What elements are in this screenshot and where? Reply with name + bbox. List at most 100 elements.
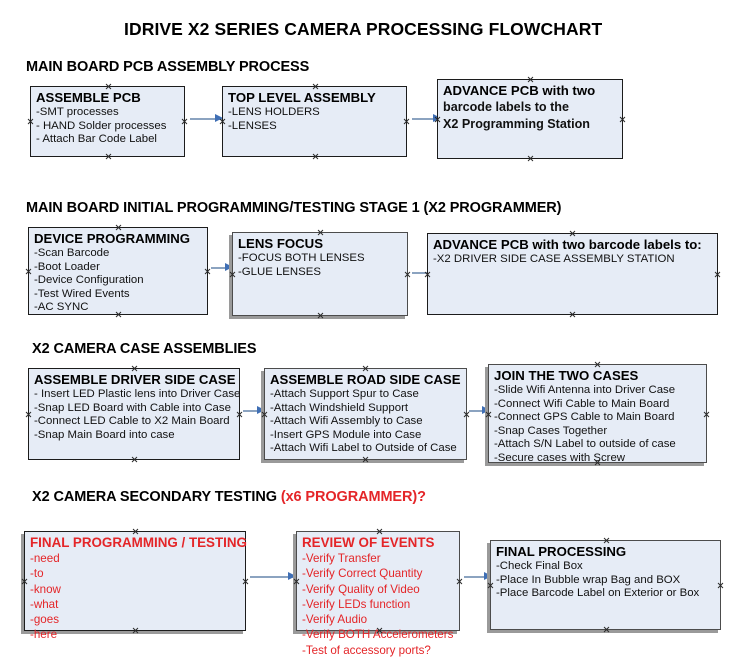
node-header: FINAL PROGRAMMING / TESTING (30, 535, 247, 550)
node-header: JOIN THE TWO CASES (494, 368, 639, 383)
node-header: ADVANCE PCB with two (443, 83, 596, 98)
connector-handle-right (242, 578, 249, 585)
node-item: -Attach Wifi Assembly to Case (270, 415, 423, 428)
connector-handle-bottom (569, 311, 576, 318)
connector-handle-bottom (317, 312, 324, 319)
connector-handle-right (404, 271, 411, 278)
node-item: -Scan Barcode (34, 247, 110, 259)
node-device-programming[interactable]: DEVICE PROGRAMMING -Scan Barcode -Boot L… (28, 227, 208, 315)
node-item: -Verify Transfer (302, 552, 381, 565)
node-header: ASSEMBLE PCB (36, 90, 141, 105)
node-item: -know (30, 582, 61, 596)
node-join-the-two-cases[interactable]: JOIN THE TWO CASES -Slide Wifi Antenna i… (488, 361, 710, 464)
connector-handle-top (527, 76, 534, 83)
connector-handle-left (229, 271, 236, 278)
node-item: -Check Final Box (496, 560, 583, 572)
node-item: -Test Wired Events (34, 287, 130, 300)
node-item: -Verify BOTH Accelerometers (302, 628, 454, 642)
connector-handle-right (456, 578, 463, 585)
node-item: -Attach Windshield Support (270, 401, 409, 414)
node-assemble-pcb[interactable]: ASSEMBLE PCB -SMT processes - HAND Solde… (30, 86, 185, 157)
connector-handle-bottom (362, 456, 369, 463)
connector-handle-top (594, 361, 601, 368)
connector-handle-right (204, 268, 211, 275)
connector-handle-left (25, 268, 32, 275)
node-assemble-driver-side-case[interactable]: ASSEMBLE DRIVER SIDE CASE - Insert LED P… (28, 368, 240, 460)
connector-handle-right (181, 118, 188, 125)
node-advance-pcb-programming-station[interactable]: ADVANCE PCB with two barcode labels to t… (437, 79, 623, 159)
connector-handle-right (236, 411, 243, 418)
connector-handle-bottom (603, 626, 610, 633)
node-item: -Place Barcode Label on Exterior or Box (496, 587, 700, 600)
arrow-3-1-to-3-2 (243, 406, 265, 415)
node-item: -Secure cases with Screw (494, 451, 626, 464)
page-title: IDRIVE X2 SERIES CAMERA PROCESSING FLOWC… (124, 19, 603, 39)
connector-handle-top (603, 537, 610, 544)
node-assemble-road-side-case[interactable]: ASSEMBLE ROAD SIDE CASE -Attach Support … (264, 368, 467, 460)
connector-handle-top (131, 365, 138, 372)
node-item: -Connect GPS Cable to Main Board (494, 411, 675, 424)
connector-handle-left (487, 582, 494, 589)
node-item: -Verify LEDs function (302, 597, 411, 611)
node-item: -SMT processes (36, 106, 119, 118)
node-item: -to (30, 567, 44, 581)
connector-handle-top (115, 224, 122, 231)
node-item: -Verify Audio (302, 613, 368, 627)
node-top-level-assembly[interactable]: TOP LEVEL ASSEMBLY -LENS HOLDERS -LENSES (222, 86, 407, 157)
node-item: - HAND Solder processes (36, 119, 167, 132)
connector-handle-top (105, 83, 112, 90)
connector-handle-right (619, 116, 626, 123)
arrow-1-1-to-1-2 (190, 114, 223, 123)
node-item: -Verify Quality of Video (302, 582, 420, 596)
node-header: LENS FOCUS (238, 236, 323, 251)
connector-handle-top (376, 528, 383, 535)
node-item: -AC SYNC (34, 301, 89, 314)
node-item: X2 Programming Station (443, 116, 590, 131)
node-review-of-events[interactable]: REVIEW OF EVENTS -Verify Transfer -Verif… (296, 528, 463, 657)
node-lens-focus[interactable]: LENS FOCUS -FOCUS BOTH LENSES -GLUE LENS… (232, 232, 408, 316)
connector-handle-left (21, 578, 28, 585)
node-header: FINAL PROCESSING (496, 544, 627, 559)
node-item: -GLUE LENSES (238, 265, 321, 278)
node-item: -LENS HOLDERS (228, 106, 320, 118)
connector-handle-left (27, 118, 34, 125)
node-item: -X2 DRIVER SIDE CASE ASSEMBLY STATION (433, 253, 675, 265)
connector-handle-right (703, 411, 710, 418)
section-heading-2: MAIN BOARD INITIAL PROGRAMMING/TESTING S… (26, 200, 562, 216)
section-heading-4-main: X2 CAMERA SECONDARY TESTING (32, 489, 281, 505)
arrow-4-1-to-4-2 (250, 572, 296, 581)
node-item: -FOCUS BOTH LENSES (238, 252, 365, 264)
node-item: -Device Configuration (34, 274, 144, 287)
node-advance-pcb-driver-side-case[interactable]: ADVANCE PCB with two barcode labels to: … (427, 233, 718, 315)
connector-handle-left (25, 411, 32, 418)
node-item: -Verify Correct Quantity (302, 567, 423, 581)
node-header: REVIEW OF EVENTS (302, 535, 435, 550)
node-item: -Slide Wifi Antenna into Driver Case (494, 384, 676, 396)
node-final-programming-testing[interactable]: FINAL PROGRAMMING / TESTING -need -to -k… (21, 528, 249, 641)
node-item: -Attach S/N Label to outside of case (494, 438, 676, 451)
node-item: -what (30, 597, 59, 611)
node-item: barcode labels to the (443, 100, 569, 114)
node-item: - Attach Bar Code Label (36, 133, 157, 146)
node-item: -goes (30, 613, 60, 627)
node-item: -need (30, 552, 60, 565)
connector-handle-top (362, 365, 369, 372)
connector-handle-top (132, 528, 139, 535)
node-item: -Attach Wifi Label to Outside of Case (270, 442, 457, 455)
node-item: -Boot Loader (34, 260, 100, 273)
node-header: DEVICE PROGRAMMING (34, 231, 191, 246)
node-final-processing[interactable]: FINAL PROCESSING -Check Final Box -Place… (490, 540, 721, 630)
section-heading-4-suffix: (x6 PROGRAMMER)? (280, 489, 426, 505)
section-heading-1: MAIN BOARD PCB ASSEMBLY PROCESS (26, 59, 310, 75)
node-item: -Connect Wifi Cable to Main Board (494, 397, 670, 410)
node-header: ASSEMBLE DRIVER SIDE CASE (34, 372, 236, 387)
connector-handle-right (403, 118, 410, 125)
section-heading-3: X2 CAMERA CASE ASSEMBLIES (32, 341, 257, 357)
arrow-2-1-to-2-2 (211, 263, 233, 272)
arrow-4-2-to-4-3 (464, 572, 492, 581)
node-item: -Snap Main Board into case (34, 428, 175, 441)
section-heading-4: X2 CAMERA SECONDARY TESTING (x6 PROGRAMM… (32, 489, 426, 505)
connector-handle-right (714, 271, 721, 278)
node-item: -Insert GPS Module into Case (270, 428, 422, 441)
node-header: ADVANCE PCB with two barcode labels to: (433, 237, 702, 252)
